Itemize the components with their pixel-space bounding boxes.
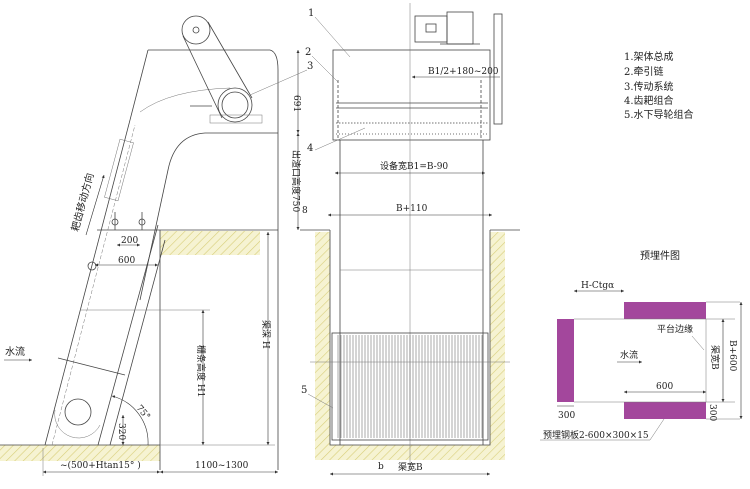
embed-plan: 预埋件图 H-Ctgα 平台边缘 水流 渠宽B B+600 600 300 30…	[540, 250, 743, 441]
ground-hatch-bottom	[0, 445, 160, 461]
callout-4: 4	[307, 143, 313, 154]
dim-h-ctg: H-Ctgα	[581, 281, 614, 291]
front-view: 1 2 3 4 5 B1/2+180~200 设备宽B1=B-90 B+110 …	[249, 3, 520, 476]
front-frame-top	[332, 49, 491, 141]
dim-b: b	[378, 462, 384, 472]
dim-1100-1300: 1100~1300	[195, 461, 249, 471]
embed-plate-top	[624, 302, 706, 319]
dim-200: 200	[121, 236, 138, 246]
embed-plate-left	[557, 319, 574, 402]
legend-item-4: 4.齿耙组合	[624, 94, 674, 107]
dim-b1-half: B1/2+180~200	[428, 67, 499, 77]
embed-channel-width-label: 渠宽B	[709, 345, 721, 370]
dim-embed-600: 600	[656, 382, 673, 392]
screen-front-line	[44, 119, 131, 446]
dim-300-right: 300	[707, 404, 717, 421]
dim-base: ~(500+Htan15° )	[60, 460, 141, 471]
dim-outlet-height: 出渣口高度750	[290, 150, 302, 212]
dim-691: 691	[291, 95, 301, 112]
legend-item-5: 5.水下导轮组合	[624, 108, 694, 121]
legend-item-1: 1.架体总成	[624, 50, 674, 63]
lower-guide-wheel	[64, 398, 92, 426]
embed-water-flow-label: 水流	[620, 349, 638, 361]
dim-b600: B+600	[727, 340, 737, 372]
side-view: 691 出渣口高度750 8 200 600 耙齿移动方向 水流 栅条高度 H1…	[0, 15, 308, 476]
water-flow-label: 水流	[5, 345, 25, 358]
embed-plate-bottom	[624, 402, 706, 419]
ground-hatch-top	[160, 231, 260, 255]
dim-320: 320	[116, 423, 126, 440]
callout-1: 1	[308, 8, 314, 19]
equipment-width-label: 设备宽B1=B-90	[380, 160, 448, 172]
dim-300-left: 300	[558, 411, 575, 421]
drive-wheel	[217, 87, 253, 123]
platform-edge-label: 平台边缘	[657, 323, 693, 335]
embed-plan-title: 预埋件图	[640, 250, 680, 262]
callout-3: 3	[307, 61, 313, 72]
top-pulley	[181, 15, 211, 45]
parts-legend: 1.架体总成 2.牵引链 3.传动系统 4.齿耙组合 5.水下导轮组合	[624, 50, 694, 121]
plate-spec-label: 预埋钢板2-600×300×15	[543, 429, 649, 441]
callout-2: 2	[305, 47, 311, 58]
grid-height-label: 栅条高度 H1	[195, 345, 207, 397]
screen-grid	[337, 335, 483, 438]
channel-width-label: 渠宽B	[398, 461, 423, 473]
angle-label: 75°	[134, 404, 152, 423]
inner-guide-curve	[139, 132, 278, 301]
legend-item-3: 3.传动系统	[624, 80, 674, 93]
motor	[414, 11, 503, 125]
frame-outline	[148, 49, 279, 470]
legend-item-2: 2.牵引链	[624, 65, 664, 78]
callout-5: 5	[301, 385, 307, 396]
dim-b110: B+110	[396, 204, 428, 214]
channel-depth-label: 渠深 H	[260, 320, 272, 349]
rake-direction-label: 耙齿移动方向	[68, 171, 96, 232]
label-8: 8	[302, 206, 308, 216]
dim-600: 600	[118, 256, 135, 266]
